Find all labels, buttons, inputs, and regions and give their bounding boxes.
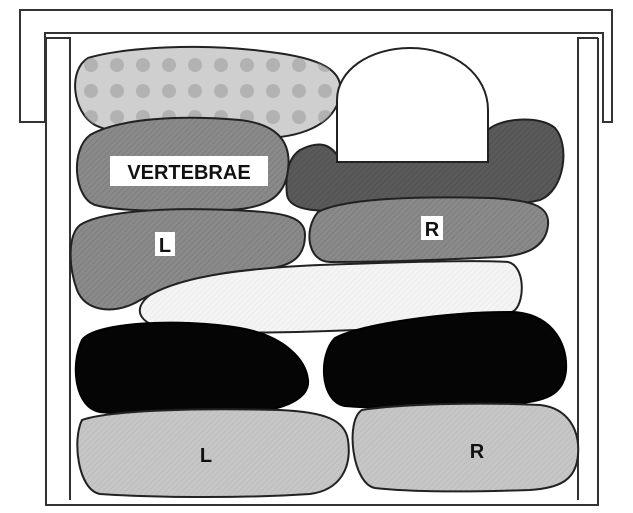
right-lower-label: R (470, 441, 485, 463)
right-upper-block: R (309, 197, 548, 262)
right-lower-block: R (353, 404, 579, 492)
vertebrae-label: VERTEBRAE (127, 162, 250, 184)
right-upper-label: R (425, 219, 440, 241)
left-upper-label: L (159, 235, 171, 257)
left-lower-block: L (77, 409, 348, 497)
vertebrae-block: VERTEBRAE (77, 118, 289, 211)
white-dome (337, 48, 488, 162)
black-left-block (76, 323, 308, 415)
left-lower-label: L (200, 445, 212, 467)
